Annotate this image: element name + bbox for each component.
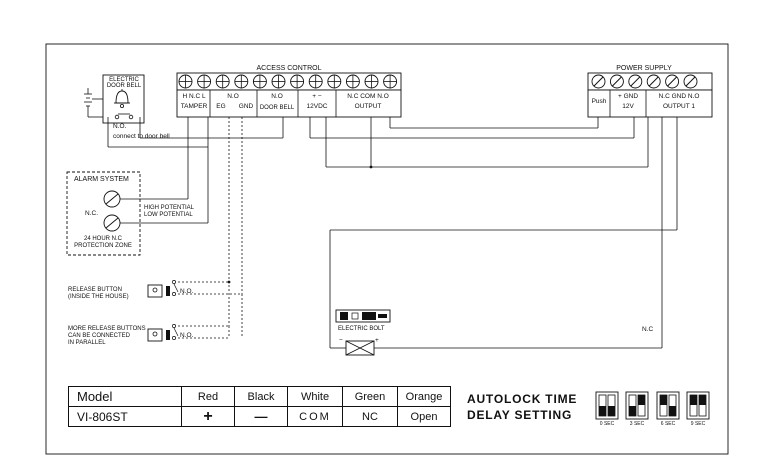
release-button-line1: RELEASE BUTTON [68, 287, 122, 293]
table-header-model: Model [68, 386, 182, 407]
door-bell-no-label: N.O. [113, 123, 127, 130]
door-bell-device [84, 74, 284, 148]
screw-terminal-icon [178, 74, 193, 89]
screw-terminal-icon [683, 74, 698, 89]
screw-terminal-icon [665, 74, 680, 89]
dip-switch-icon [625, 391, 649, 420]
tamper-terminal-labels: H N.C L [182, 93, 206, 100]
push-label: Push [591, 98, 607, 105]
autolock-title-line1: AUTOLOCK TIME [467, 392, 578, 406]
screw-terminal-icon [383, 74, 398, 89]
eg-terminal-label: N.O [227, 93, 239, 100]
screw-terminal-icon [308, 74, 323, 89]
screw-terminal-icon [234, 74, 249, 89]
12vdc-label: 12VDC [306, 103, 328, 110]
screw-terminal-icon [591, 74, 606, 89]
access-control-title: ACCESS CONTROL [256, 65, 322, 72]
connect-to-door-bell-label: connect to door bell [113, 133, 170, 140]
screw-terminal-icon [646, 74, 661, 89]
screw-terminal-icon [290, 74, 305, 89]
low-potential-label: LOW POTENTIAL [144, 212, 193, 218]
12v-terminal-labels: + GND [617, 93, 639, 100]
power-wiring [309, 117, 678, 349]
protection-zone-line2: PROTECTION ZONE [74, 243, 132, 249]
door-bell-terminal-label: N.O [271, 93, 283, 100]
access-control-block [176, 72, 402, 118]
gnd-label: GND [238, 103, 254, 110]
screw-terminal-icon [197, 74, 212, 89]
table-cell-green: NC [342, 406, 398, 427]
table-header-green: Green [342, 386, 398, 407]
more-release-line1: MORE RELEASE BUTTONS [68, 326, 146, 332]
release-button-line2: (INSIDE THE HOUSE) [68, 294, 129, 300]
dip-switch-icon [595, 391, 619, 420]
access-control-screw-terminals [178, 74, 398, 89]
power-terminal-labels: + − [312, 93, 322, 100]
eg-label: EG [216, 103, 226, 110]
screw-terminal-icon [271, 74, 286, 89]
alarm-system-title: ALARM SYSTEM [74, 176, 129, 183]
dip-label-2: 6 SEC [660, 421, 676, 427]
output1-label: OUTPUT 1 [662, 103, 696, 110]
electric-bolt-label: ELECTRIC BOLT [338, 326, 385, 332]
door-bell-title-line2: DOOR BELL [106, 83, 142, 89]
release-button-2-device [147, 324, 179, 342]
power-supply-screw-terminals [591, 74, 698, 89]
high-potential-label: HIGH POTENTIAL [144, 205, 195, 211]
table-cell-model: VI-806ST [68, 406, 182, 427]
screw-terminal-icon [252, 74, 267, 89]
12v-label: 12V [622, 103, 634, 110]
protection-zone-line1: 24 HOUR N.C [83, 236, 123, 242]
more-release-line3: IN PARALLEL [68, 340, 106, 346]
output-label: OUTPUT [354, 103, 382, 110]
alarm-nc-label: N.C. [85, 210, 98, 217]
dip-switch-icon [656, 391, 680, 420]
release-button-wiring [174, 117, 243, 339]
wire-color-table: Model Red Black White Green Orange VI-80… [68, 386, 451, 427]
alarm-system [66, 117, 209, 256]
diagram-frame [45, 43, 729, 455]
release-button-2-no: N.O. [180, 332, 194, 339]
table-row: VI-806ST + — COM NC Open [68, 406, 451, 427]
dip-label-1: 3 SEC [629, 421, 645, 427]
dip-label-0: 0 SEC [599, 421, 615, 427]
power-supply-title: POWER SUPPLY [616, 65, 672, 72]
table-header-orange: Orange [397, 386, 451, 407]
tamper-label: TAMPER [180, 103, 208, 110]
screw-terminal-icon [628, 74, 643, 89]
table-header-row: Model Red Black White Green Orange [68, 386, 451, 407]
electric-bolt-device [335, 309, 391, 356]
screw-terminal-icon [327, 74, 342, 89]
output-terminal-labels: N.C COM N.O [347, 93, 389, 100]
dip-label-3: 9 SEC [690, 421, 706, 427]
table-cell-orange: Open [397, 406, 451, 427]
table-header-black: Black [234, 386, 288, 407]
screw-terminal-icon [609, 74, 624, 89]
autolock-title-line2: DELAY SETTING [467, 408, 573, 422]
more-release-line2: CAN BE CONNECTED [68, 333, 131, 339]
output1-terminal-labels: N.C GND N.O [658, 93, 700, 100]
bolt-plus-label: + [375, 337, 379, 344]
door-bell-label: DOOR BELL [259, 105, 295, 111]
bolt-minus-label: − [339, 337, 343, 344]
door-bell-title-line1: ELECTRIC [109, 77, 139, 83]
release-button-1-no: N.O. [180, 288, 194, 295]
table-cell-black: — [234, 406, 288, 427]
output-nc-label: N.C [642, 326, 654, 333]
dip-switch-icon [686, 391, 710, 420]
table-cell-red: + [181, 406, 235, 427]
table-cell-white: COM [287, 406, 343, 427]
screw-terminal-icon [215, 74, 230, 89]
screw-terminal-icon [364, 74, 379, 89]
release-button-1-device [147, 280, 231, 298]
table-header-red: Red [181, 386, 235, 407]
table-header-white: White [287, 386, 343, 407]
autolock-dip-switches [595, 391, 710, 420]
power-supply-block [587, 72, 713, 118]
screw-terminal-icon [345, 74, 360, 89]
